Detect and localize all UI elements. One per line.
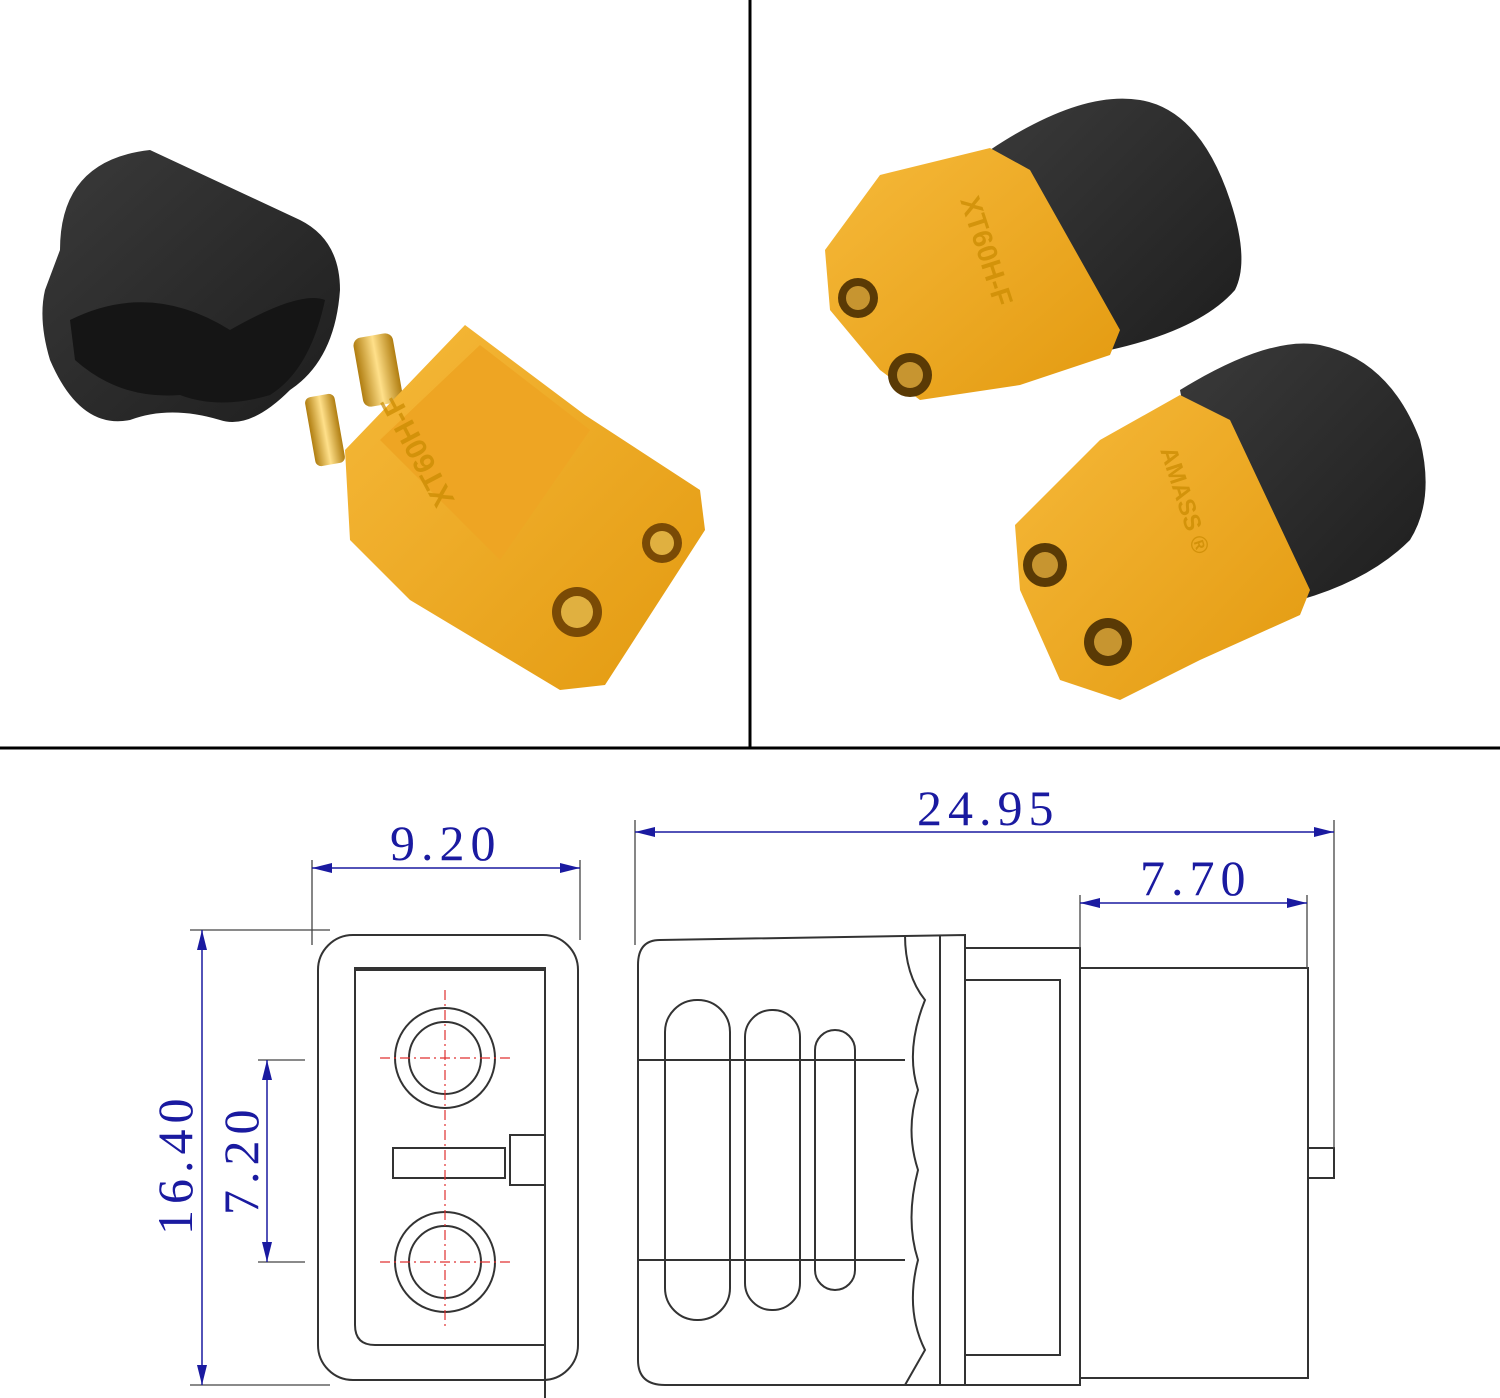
yellow-housing-bottom [1015,395,1310,700]
side-view [637,933,1335,1386]
yellow-housing-top [825,148,1120,400]
centerlines [380,990,510,1330]
dimension-mating-length: 7.70 [1140,850,1252,906]
gold-pin-large [353,333,403,407]
dimension-front-height: 16.40 [147,1093,203,1236]
dimension-lines [201,831,1334,1385]
dimension-total-length: 24.95 [917,780,1060,836]
dimension-pin-spacing: 7.20 [213,1104,269,1216]
dimension-drawing [190,820,1335,1398]
right-photo: XT60H-F AMASS ® [825,98,1426,700]
dimension-front-width: 9.20 [390,815,502,871]
gold-pin-small [305,393,345,467]
front-view [317,934,579,1398]
left-photo: XT60H-F [42,150,705,690]
